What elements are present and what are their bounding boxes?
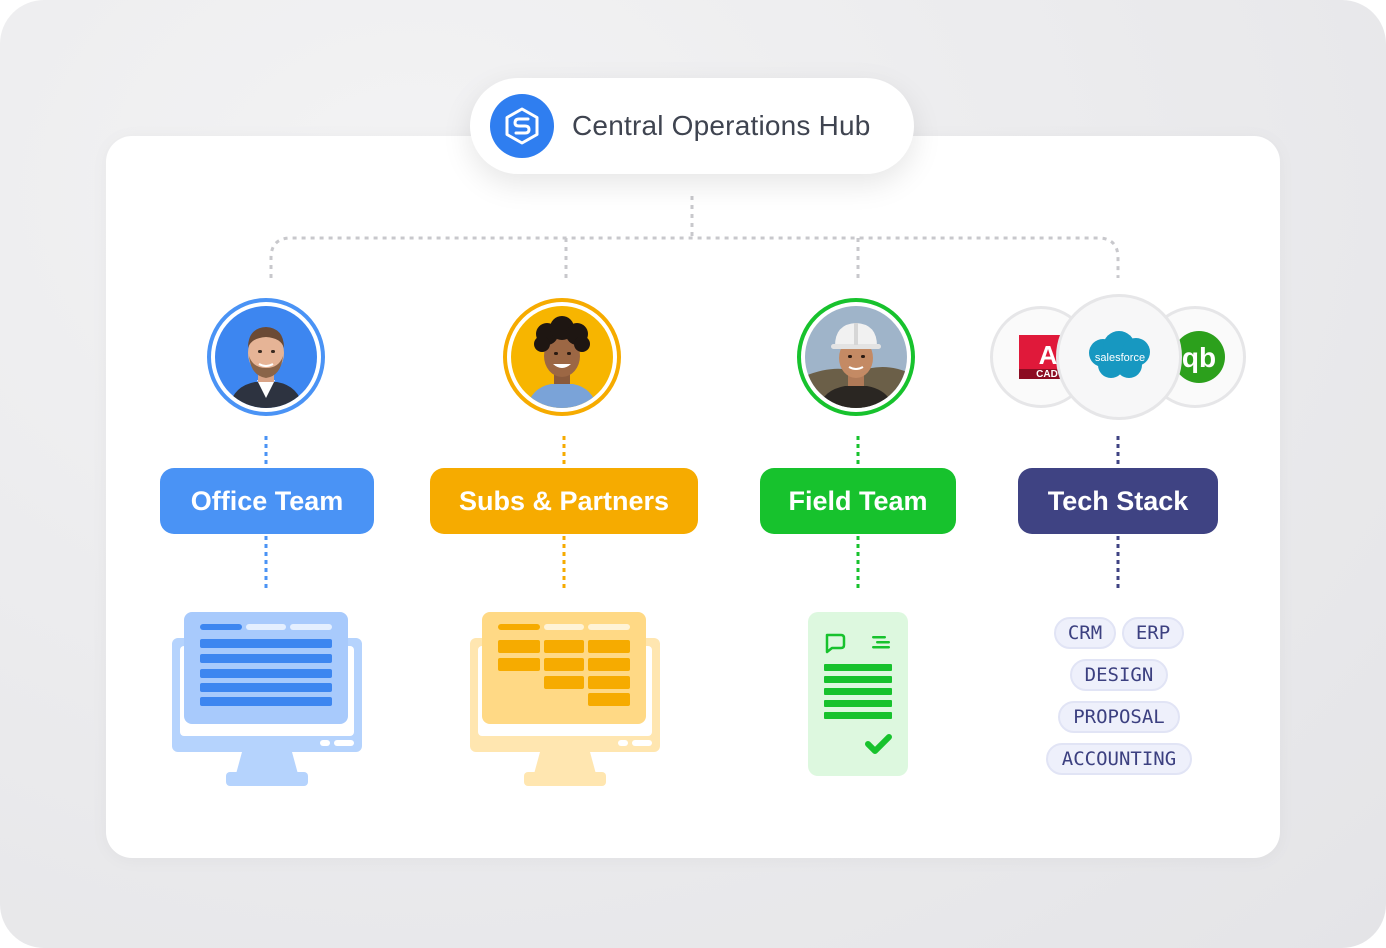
hub-title: Central Operations Hub [572, 110, 871, 141]
tech-tag-accounting: ACCOUNTING [1046, 743, 1192, 775]
subs-partners-avatar [503, 298, 621, 416]
branch-line [269, 236, 1120, 278]
svg-text:qb: qb [1182, 342, 1216, 373]
office-monitor-icon [172, 612, 362, 786]
subs-partners-pill[interactable]: Subs & Partners [430, 468, 698, 534]
hub-logo-icon [490, 94, 554, 158]
subs-monitor-icon [470, 612, 660, 786]
tech-tag-crm: CRM [1054, 617, 1116, 649]
field-team-pill[interactable]: Field Team [760, 468, 956, 534]
central-hub[interactable]: Central Operations Hub [470, 78, 914, 174]
salesforce-icon: salesforce [1056, 294, 1182, 420]
svg-text:salesforce: salesforce [1095, 352, 1145, 364]
field-team-avatar [797, 298, 915, 416]
field-mobile-checklist-icon [808, 612, 908, 776]
office-team-pill[interactable]: Office Team [160, 468, 374, 534]
svg-text:CAD: CAD [1036, 369, 1058, 380]
tech-tag-proposal: PROPOSAL [1058, 701, 1180, 733]
tech-tag-design: DESIGN [1070, 659, 1168, 691]
tech-stack-pill[interactable]: Tech Stack [1018, 468, 1218, 534]
tech-tag-erp: ERP [1122, 617, 1184, 649]
svg-text:A: A [1039, 340, 1058, 370]
office-team-avatar [207, 298, 325, 416]
